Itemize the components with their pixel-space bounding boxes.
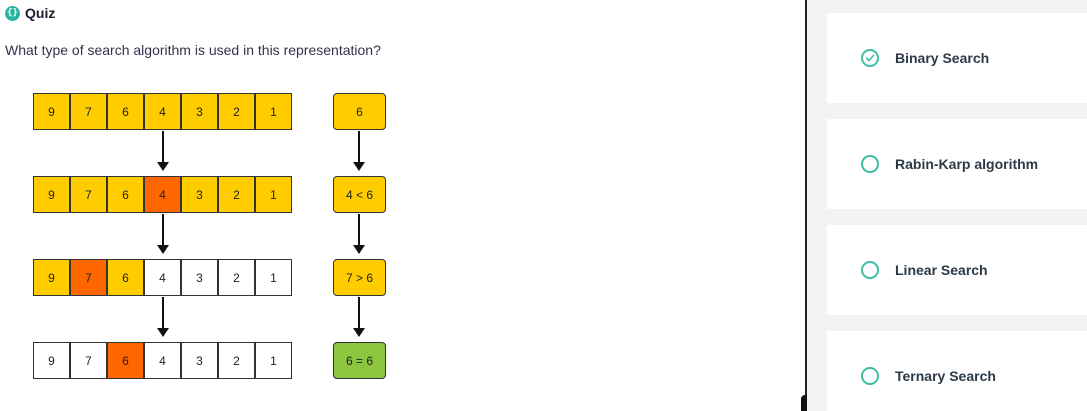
array-cell: 1 bbox=[255, 259, 292, 296]
down-arrow bbox=[157, 214, 169, 254]
array-cell: 7 bbox=[70, 259, 107, 296]
comparison-box: 4 < 6 bbox=[333, 176, 386, 213]
quiz-pane: {} Quiz What type of search algorithm is… bbox=[5, 5, 386, 379]
array-cell: 4 bbox=[144, 259, 181, 296]
down-arrow bbox=[157, 131, 169, 171]
resize-handle[interactable] bbox=[801, 395, 811, 411]
answer-option-label: Binary Search bbox=[895, 50, 990, 66]
comparison-box: 7 > 6 bbox=[333, 259, 386, 296]
answer-option-linear-search[interactable]: Linear Search bbox=[827, 225, 1087, 315]
array-cell: 1 bbox=[255, 342, 292, 379]
array-cell: 4 bbox=[144, 93, 181, 130]
array-cell: 6 bbox=[107, 176, 144, 213]
array-cell: 2 bbox=[218, 342, 255, 379]
down-arrow bbox=[157, 297, 169, 337]
array-cell: 4 bbox=[144, 176, 181, 213]
braces-icon: {} bbox=[5, 5, 20, 21]
answer-option-label: Linear Search bbox=[895, 262, 988, 278]
radio-icon[interactable] bbox=[861, 367, 879, 385]
comparison-box: 6 = 6 bbox=[333, 342, 386, 379]
answer-option-binary-search[interactable]: Binary Search bbox=[827, 13, 1087, 103]
array-cell: 6 bbox=[107, 342, 144, 379]
answer-option-ternary-search[interactable]: Ternary Search bbox=[827, 331, 1087, 411]
array-cell: 2 bbox=[218, 93, 255, 130]
array-cell: 1 bbox=[255, 93, 292, 130]
check-circle-icon[interactable] bbox=[861, 49, 879, 67]
array-cell: 1 bbox=[255, 176, 292, 213]
array-cell: 6 bbox=[107, 259, 144, 296]
radio-icon[interactable] bbox=[861, 261, 879, 279]
answer-pane: Binary Search Rabin-Karp algorithm Linea… bbox=[807, 0, 1087, 411]
down-arrow bbox=[353, 297, 365, 337]
array-cell: 9 bbox=[33, 342, 70, 379]
array-cell: 2 bbox=[218, 176, 255, 213]
radio-icon[interactable] bbox=[861, 155, 879, 173]
array-cell: 7 bbox=[70, 176, 107, 213]
comparison-box: 6 bbox=[333, 93, 386, 130]
array-cell: 6 bbox=[107, 93, 144, 130]
quiz-header: {} Quiz bbox=[5, 5, 55, 21]
array-cell: 3 bbox=[181, 342, 218, 379]
array-cell: 9 bbox=[33, 259, 70, 296]
array-cell: 7 bbox=[70, 93, 107, 130]
array-cell: 3 bbox=[181, 176, 218, 213]
down-arrow bbox=[353, 214, 365, 254]
array-cell: 9 bbox=[33, 176, 70, 213]
answer-option-rabin-karp[interactable]: Rabin-Karp algorithm bbox=[827, 119, 1087, 209]
array-cell: 4 bbox=[144, 342, 181, 379]
answer-option-label: Ternary Search bbox=[895, 368, 996, 384]
pane-divider[interactable] bbox=[805, 0, 807, 411]
answer-option-label: Rabin-Karp algorithm bbox=[895, 156, 1039, 172]
array-cell: 3 bbox=[181, 259, 218, 296]
array-cell: 7 bbox=[70, 342, 107, 379]
question-text: What type of search algorithm is used in… bbox=[5, 42, 381, 58]
down-arrow bbox=[353, 131, 365, 171]
array-cell: 9 bbox=[33, 93, 70, 130]
array-cell: 3 bbox=[181, 93, 218, 130]
quiz-title: Quiz bbox=[25, 5, 56, 21]
array-cell: 2 bbox=[218, 259, 255, 296]
